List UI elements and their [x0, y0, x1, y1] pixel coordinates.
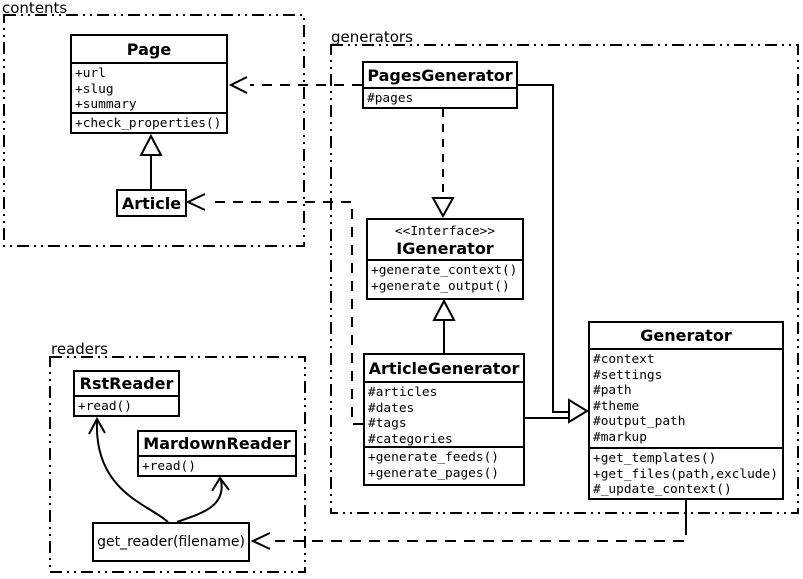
inheritance-triangle-icon [139, 133, 163, 156]
attributes-compartment: #articles #dates #tags #categories [365, 381, 523, 446]
method: +generate_pages() [368, 465, 499, 481]
attribute: #path [593, 383, 632, 398]
attribute: #dates [368, 400, 415, 416]
method: +generate_output() [371, 278, 510, 294]
attribute: +slug [75, 81, 114, 97]
attribute: #tags [368, 416, 407, 431]
edge-articlegenerator-uses-article [185, 193, 363, 425]
class-pagesgenerator: PagesGenerator #pages [362, 61, 518, 109]
attribute: #context [593, 352, 655, 367]
attribute: +summary [75, 97, 137, 112]
edge-pagesgenerator-uses-page [228, 76, 362, 94]
realization-triangle-icon [431, 197, 455, 219]
method: +get_templates() [593, 451, 717, 466]
package-contents-border [3, 14, 305, 247]
method: +check_properties() [75, 116, 222, 131]
attribute: #markup [593, 429, 647, 445]
class-title: Generator [640, 326, 732, 345]
methods-compartment: +check_properties() [72, 112, 226, 132]
edge-pagesgenerator-realizes-igenerator [431, 109, 455, 219]
method: +generate_context() [371, 263, 518, 278]
methods-compartment: +read() [139, 455, 295, 475]
class-igenerator: <<Interface>> IGenerator +generate_conte… [366, 218, 524, 300]
open-arrowhead-icon [185, 193, 206, 211]
stereotype-label: <<Interface>> [394, 224, 496, 239]
open-arrowhead-icon [88, 416, 106, 435]
package-generators-border [330, 44, 799, 514]
method: +generate_feeds() [368, 450, 499, 465]
methods-compartment: +generate_feeds() +generate_pages() [365, 446, 523, 484]
class-articlegenerator: ArticleGenerator #articles #dates #tags … [363, 353, 525, 486]
class-mardownreader: MardownReader +read() [137, 430, 297, 477]
open-arrowhead-icon [211, 476, 230, 492]
methods-compartment: +get_templates() +get_files(path,exclude… [590, 447, 782, 498]
method: #_update_context() [593, 482, 732, 497]
class-title: Article [121, 193, 182, 213]
attribute: #articles [368, 385, 438, 400]
package-label-readers: readers [51, 340, 108, 358]
attribute: +url [75, 66, 106, 81]
open-arrowhead-icon [250, 532, 271, 550]
class-title: MardownReader [143, 434, 291, 453]
class-title: RstReader [79, 374, 174, 393]
package-readers-border [49, 356, 306, 573]
attributes-compartment: #context #settings #path #theme #output_… [590, 348, 782, 447]
inheritance-triangle-icon [568, 398, 589, 424]
package-label-contents: contents [2, 0, 68, 17]
interface-header: <<Interface>> IGenerator [368, 220, 522, 259]
class-rstreader: RstReader +read() [73, 370, 180, 417]
attribute: #categories [368, 431, 453, 447]
class-title: ArticleGenerator [368, 358, 520, 378]
inheritance-triangle-icon [432, 298, 456, 321]
attributes-compartment: #pages [364, 87, 516, 107]
methods-compartment: +read() [75, 395, 178, 415]
attribute: #settings [593, 367, 663, 383]
attribute: #output_path [593, 414, 686, 429]
method: +get_files(path,exclude) [593, 466, 778, 482]
edge-article-inherits-page [139, 133, 163, 189]
edge-articlegenerator-inherits-igenerator [432, 298, 456, 353]
attribute: #pages [367, 91, 414, 106]
edge-generator-uses-getreader [250, 500, 687, 550]
edge-getreader-calls-rstreader [88, 416, 169, 523]
open-arrowhead-icon [228, 76, 248, 94]
class-page: Page +url +slug +summary +check_properti… [70, 34, 228, 134]
edge-getreader-calls-mardownreader [176, 476, 230, 523]
node-get-reader: get_reader(filename) [92, 522, 250, 562]
class-title: PagesGenerator [367, 65, 513, 85]
attributes-compartment: +url +slug +summary [72, 62, 226, 112]
methods-compartment: +generate_context() +generate_output() [368, 259, 522, 296]
method: +read() [142, 459, 196, 474]
class-article: Article [116, 189, 187, 217]
method: +read() [78, 399, 132, 414]
class-title: Page [126, 39, 172, 59]
class-generator: Generator #context #settings #path #them… [588, 321, 784, 500]
edge-generators-inherit-generator [518, 84, 589, 424]
attribute: #theme [593, 398, 640, 414]
package-label-generators: generators [331, 28, 413, 46]
class-title: IGenerator [396, 239, 494, 258]
